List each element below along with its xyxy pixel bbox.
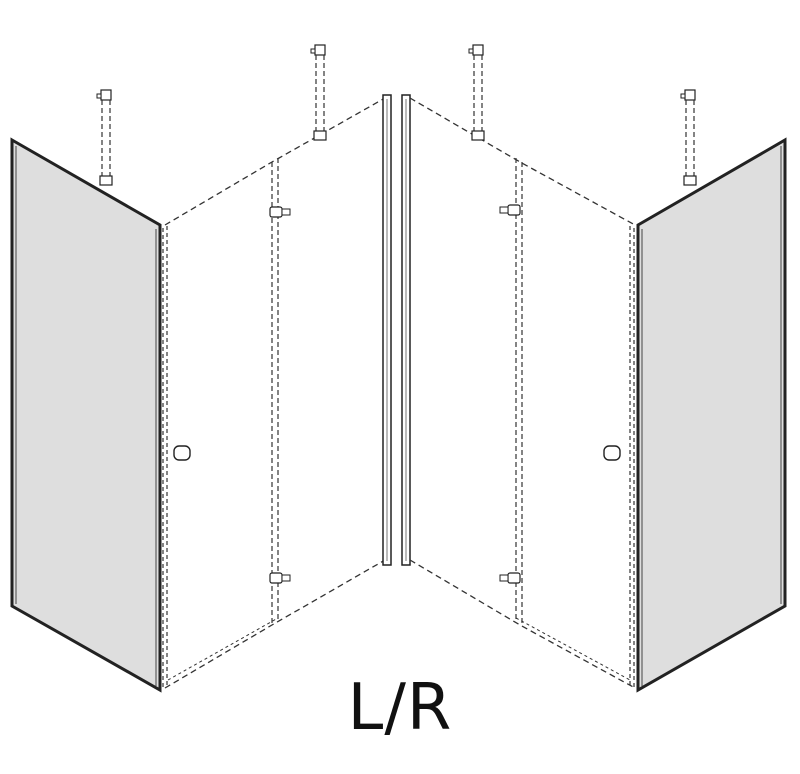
left-hinge-top bbox=[269, 206, 291, 218]
right-panel-edge-profile bbox=[629, 226, 635, 690]
right-door-handle bbox=[603, 445, 621, 461]
right-hinge-top bbox=[499, 204, 521, 216]
right-wall-profile bbox=[401, 94, 411, 566]
left-hinge-bottom bbox=[269, 572, 291, 584]
left-ceiling-support-inner bbox=[310, 44, 327, 141]
right-hinge-bottom bbox=[499, 572, 521, 584]
left-hinged-door bbox=[164, 97, 386, 689]
right-ceiling-support-inner bbox=[468, 44, 485, 141]
right-hinged-door bbox=[409, 97, 636, 689]
right-ceiling-support-outer bbox=[680, 89, 697, 186]
left-panel-edge-profile bbox=[162, 226, 168, 690]
left-wall-profile bbox=[382, 94, 392, 566]
left-ceiling-support-outer bbox=[96, 89, 113, 186]
right-enclosure bbox=[401, 44, 787, 693]
left-fixed-panel bbox=[10, 137, 162, 693]
right-fixed-panel bbox=[636, 137, 787, 693]
variant-label: L/R bbox=[347, 671, 453, 745]
left-door-handle bbox=[173, 445, 191, 461]
left-enclosure bbox=[10, 44, 392, 693]
